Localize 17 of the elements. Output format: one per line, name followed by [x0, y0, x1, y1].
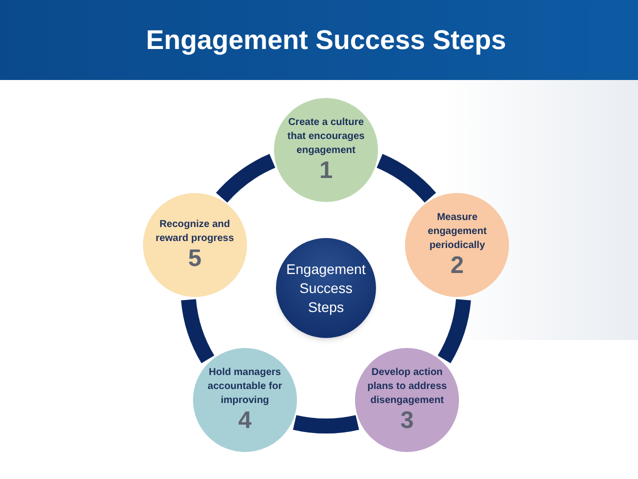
step-label: Create a culture that encourages engagement [286, 116, 366, 158]
ring-connector [181, 298, 214, 363]
step-number: 4 [238, 408, 252, 434]
ring-connector [376, 154, 436, 203]
ring-connector [216, 154, 276, 203]
step-label: Measure engagement periodically [426, 211, 488, 254]
step-label: Recognize and reward progress [154, 218, 235, 246]
step-number: 5 [188, 246, 202, 272]
ring-connector [438, 298, 471, 363]
step-label: Develop action plans to address disengagement [366, 366, 448, 408]
title: Engagement Success Steps [146, 24, 506, 57]
ring-connector [293, 415, 359, 434]
center-label: Engagement Success Steps [285, 260, 367, 316]
step-number: 1 [319, 158, 333, 184]
step-number: 3 [400, 408, 414, 434]
step-number: 2 [450, 253, 464, 280]
step-label: Hold managers accountable for improving [206, 366, 284, 408]
